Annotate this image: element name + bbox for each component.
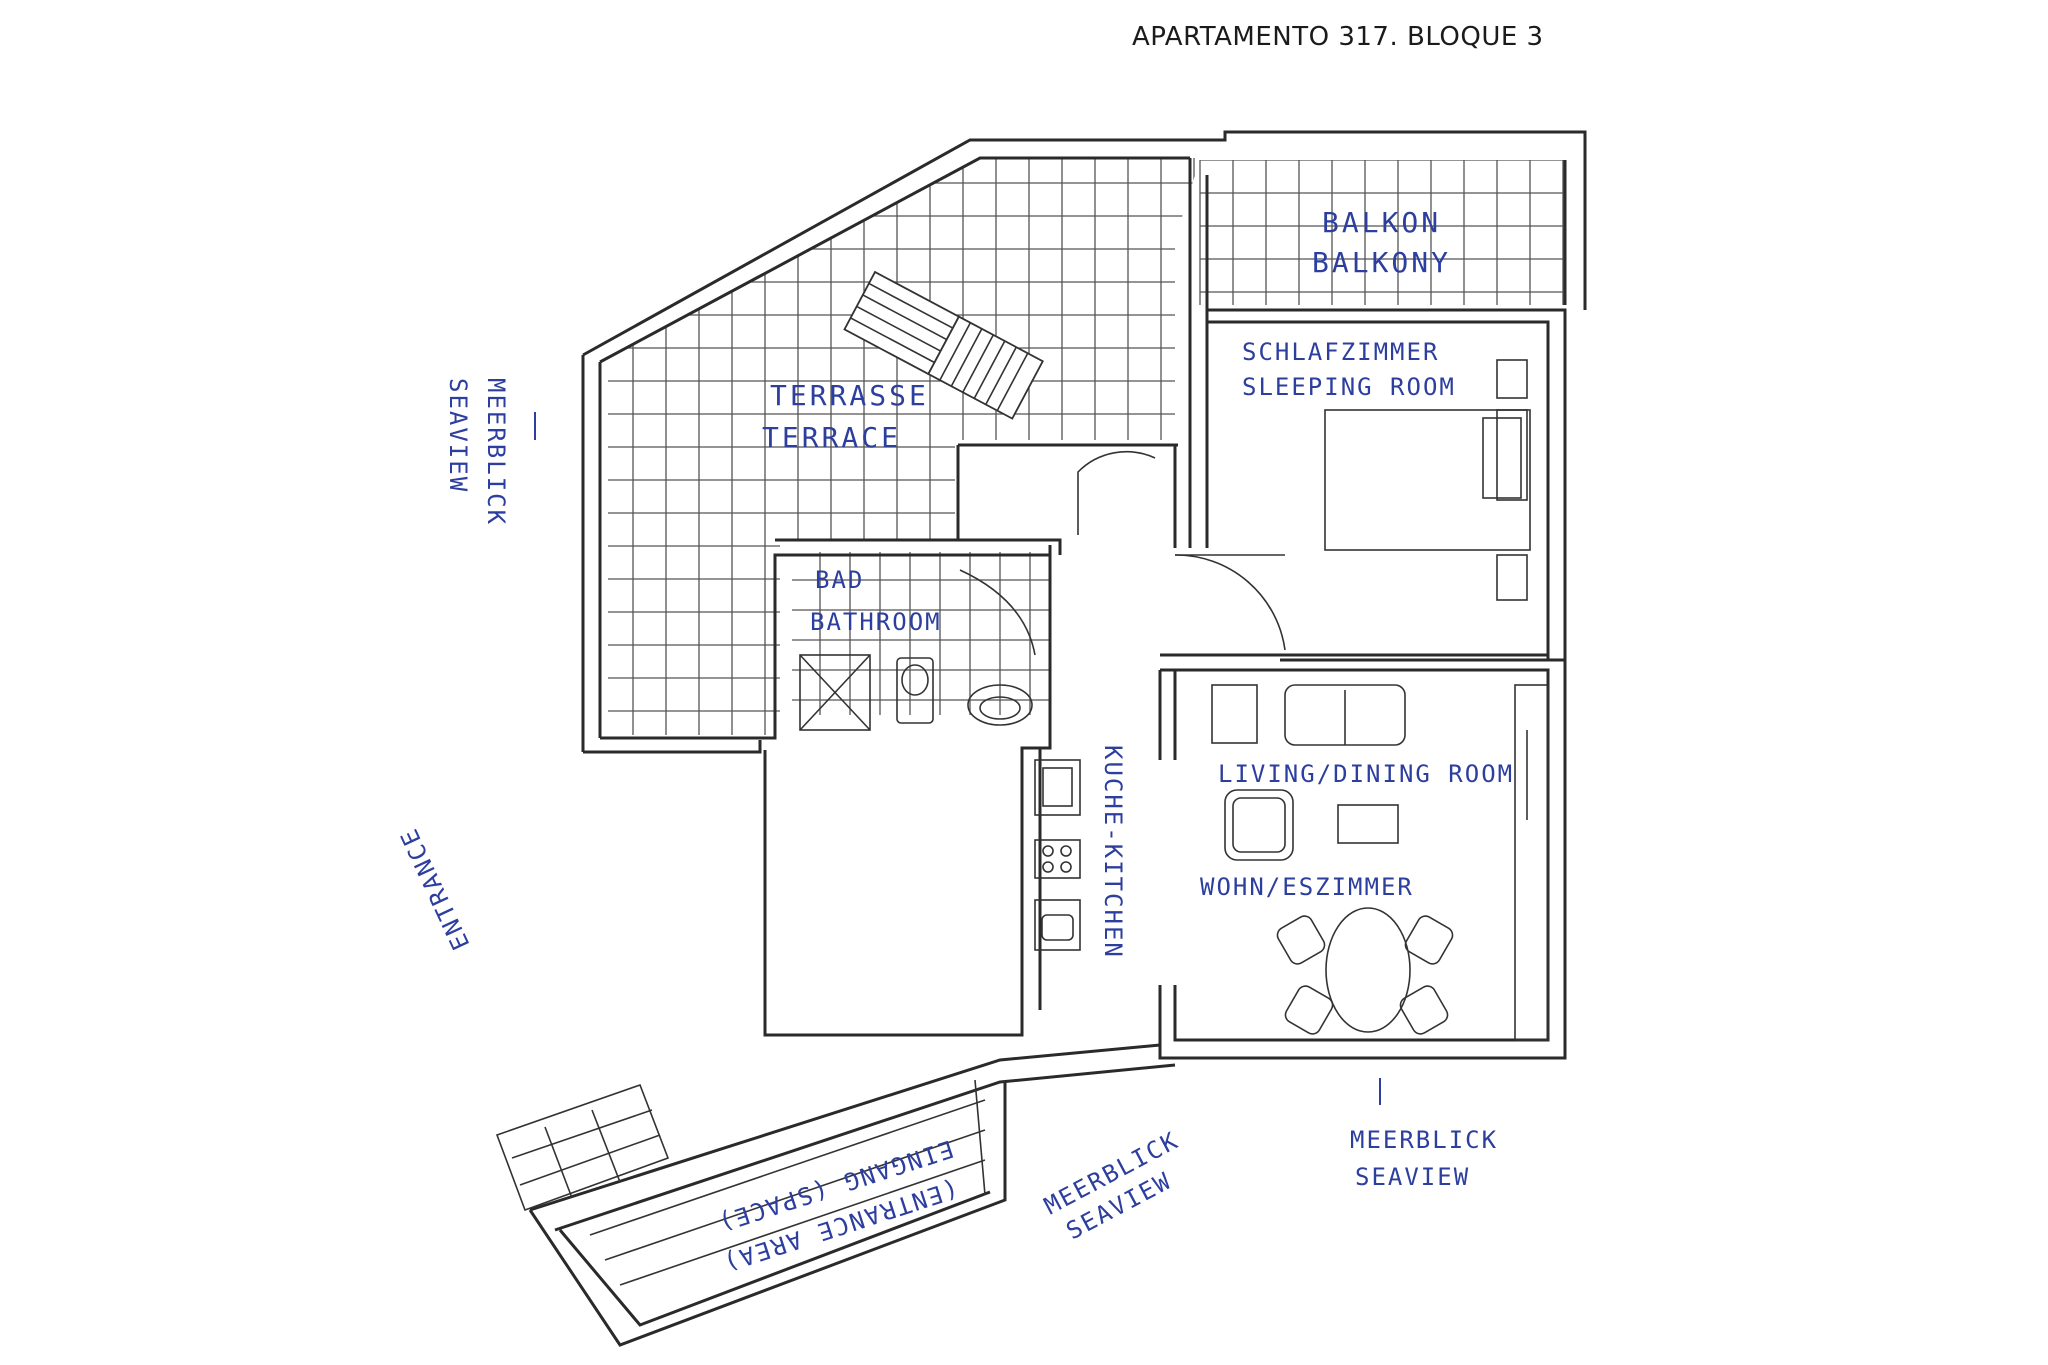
balcony-label-de: BALKON [1322,206,1441,239]
terrace-label-de: TERRASSE [770,379,929,412]
living-label-en: LIVING/DINING ROOM [1218,760,1514,788]
kitchen-fixtures [1034,759,1081,951]
sleeping-label-en: SLEEPING ROOM [1242,373,1456,401]
dining-table [1325,907,1411,1033]
sink [967,684,1033,726]
shower-tray [799,654,871,731]
balcony-tiles [1199,160,1565,305]
sea-view-right-de: MEERBLICK [1350,1126,1498,1154]
toilet [896,657,934,724]
outer-walls [528,130,1587,1347]
sea-view-left-en: SEAVIEW [444,378,472,493]
door-swings [1077,450,1286,651]
fridge [1034,759,1081,816]
sideboard [1514,684,1549,1041]
page-title: APARTAMENTO 317. BLOQUE 3 [1132,22,1544,52]
bathroom-tiles [792,552,1050,715]
armchair-2 [1224,789,1294,861]
hob [1034,839,1081,879]
balcony-label-en: BALKONY [1312,246,1451,279]
bed [1324,359,1531,601]
living-label-de: WOHN/ESZIMMER [1200,873,1414,901]
bath-label-de: BAD [815,566,864,594]
sun-lounger [843,270,1044,420]
sea-view-left-de: MEERBLICK [482,378,510,526]
terrace-label-en: TERRACE [762,421,901,454]
coffee-table [1337,804,1399,844]
bathroom-fixtures [799,569,1036,731]
kitchen-label: KUCHE-KITCHEN [1099,745,1127,959]
living-furniture [1211,684,1549,1041]
entrance-stairs [495,1079,986,1286]
sleeping-label-de: SCHLAFZIMMER [1242,338,1439,366]
kitchen-sink [1034,899,1081,951]
armchair [1211,684,1258,744]
sea-view-right-en: SEAVIEW [1355,1163,1470,1191]
bath-label-en: BATHROOM [810,608,942,636]
entrance-label: ENTRANCE [394,823,475,954]
